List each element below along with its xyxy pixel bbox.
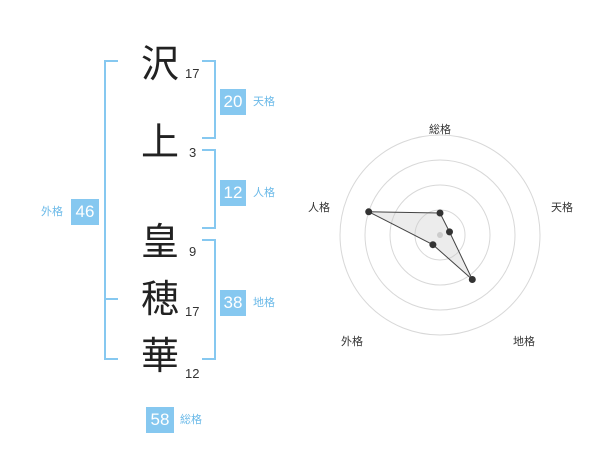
radar-center	[437, 232, 443, 238]
radar-ring-4	[339, 134, 541, 336]
radar-area	[368, 211, 473, 280]
tenkaku-label: 天格	[253, 95, 275, 108]
name-char-2: 上	[140, 120, 179, 164]
gaikaku-bracket	[104, 60, 118, 360]
soukaku-value: 58	[146, 407, 174, 433]
radar-label-top: 総格	[429, 123, 451, 136]
stroke-count-3: 9	[189, 244, 197, 259]
name-char-3: 皇	[140, 220, 179, 264]
stroke-count-1: 17	[185, 66, 200, 81]
radar-points	[365, 208, 476, 283]
radar-label-left: 人格	[308, 201, 330, 214]
tenkaku-value: 20	[220, 89, 246, 115]
name-char-4: 穂	[140, 277, 179, 321]
radar-point-総格	[436, 209, 444, 217]
gaikaku-value: 46	[71, 199, 99, 225]
name-char-5: 華	[140, 334, 179, 378]
gaikaku-bracket-tick	[104, 298, 118, 300]
name-char-1: 沢	[140, 42, 179, 86]
radar-point-天格	[446, 228, 453, 236]
chikaku-value: 38	[220, 290, 246, 316]
jinkaku-value: 12	[220, 180, 246, 206]
chikaku-bracket	[202, 239, 216, 360]
soukaku-label: 総格	[180, 413, 202, 426]
radar-ring-2	[389, 184, 491, 286]
radar-point-外格	[429, 241, 437, 249]
stroke-count-5: 12	[185, 366, 200, 381]
radar-label-bottom-right: 地格	[513, 335, 535, 348]
radar-point-地格	[468, 276, 476, 283]
gaikaku-label: 外格	[41, 205, 63, 218]
jinkaku-bracket	[202, 149, 216, 229]
chikaku-label: 地格	[253, 296, 275, 309]
radar-ring-3	[364, 159, 516, 311]
stroke-count-2: 3	[189, 145, 197, 160]
radar-label-right: 天格	[551, 201, 573, 214]
radar-label-bottom-left: 外格	[341, 335, 363, 348]
jinkaku-label: 人格	[253, 186, 275, 199]
stroke-count-4: 17	[185, 304, 200, 319]
tenkaku-bracket	[202, 60, 216, 139]
radar-point-人格	[365, 208, 373, 216]
